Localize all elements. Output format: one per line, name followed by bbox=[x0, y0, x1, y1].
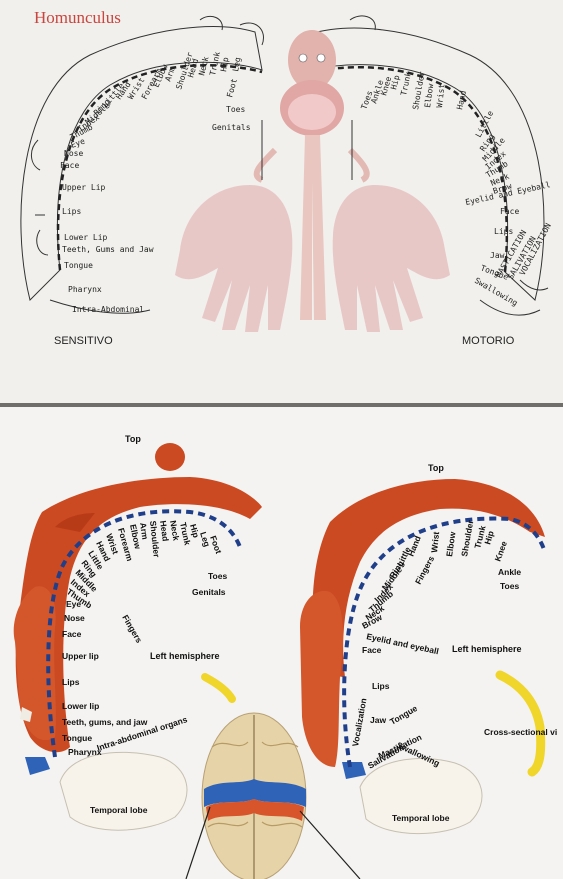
sensory-label-pharynx: Pharynx bbox=[68, 285, 102, 294]
sensory-label-intra-abdominal: Intra-Abdominal bbox=[72, 305, 144, 314]
homunculus-line-drawing: Genitals Toes Foot Leg Hip Trunk Neck He… bbox=[0, 0, 563, 404]
sensory-label-teeth-gums-jaw: Teeth, Gums and Jaw bbox=[62, 245, 154, 254]
sensory-label-nose: Nose bbox=[64, 149, 83, 158]
left-label-eye: Eye bbox=[66, 599, 81, 609]
left-top-knob bbox=[155, 443, 185, 471]
left-label-toes: Toes bbox=[208, 571, 227, 581]
right-homunculus-face bbox=[300, 591, 343, 767]
left-hand-drawing bbox=[175, 185, 292, 332]
right-label-temporal-lobe: Temporal lobe bbox=[392, 813, 450, 823]
right-label-toes: Toes bbox=[500, 581, 519, 591]
left-label-upper-lip: Upper lip bbox=[62, 651, 99, 661]
sensory-label-leg: Leg bbox=[231, 56, 242, 72]
sensory-label-hip: Hip bbox=[219, 56, 230, 72]
left-label-lower-lip: Lower lip bbox=[62, 701, 99, 711]
right-hand-drawing bbox=[333, 185, 450, 332]
motor-section-label: MOTORIO bbox=[462, 335, 515, 347]
motor-label-elbow: Elbow bbox=[423, 83, 435, 108]
sensory-section-label: SENSITIVO bbox=[54, 335, 113, 347]
motor-label-trunk: Trunk bbox=[399, 71, 413, 97]
right-label-vocalization: Vocalization bbox=[350, 697, 368, 747]
left-label-nose: Nose bbox=[64, 613, 85, 623]
right-yellow-mark bbox=[500, 675, 541, 772]
sensory-label-foot: Foot bbox=[225, 77, 239, 98]
top-homunculus-panel: Homunculus Genitals bbox=[0, 0, 563, 404]
sensory-label-upper-lip: Upper Lip bbox=[62, 183, 106, 192]
sensory-label-lower-lip: Lower Lip bbox=[64, 233, 108, 242]
sensory-label-genitals: Genitals bbox=[212, 123, 251, 132]
left-label-teeth-gums-jaw: Teeth, gums, and jaw bbox=[62, 717, 148, 727]
sensory-label-tongue: Tongue bbox=[64, 261, 93, 270]
right-label-ankle: Ankle bbox=[498, 567, 521, 577]
right-label-elbow: Elbow bbox=[444, 531, 457, 558]
sensory-label-face: Face bbox=[60, 161, 79, 170]
right-label-tongue: Tongue bbox=[388, 703, 419, 727]
bottom-homunculus-panel: Toes Genitals Foot Leg Hip Trunk Neck He… bbox=[0, 407, 563, 879]
left-label-face: Face bbox=[62, 629, 82, 639]
right-label-cross-section: Cross-sectional vi bbox=[484, 727, 557, 737]
right-label-wrist: Wrist bbox=[429, 531, 441, 553]
right-label-hemisphere: Left hemisphere bbox=[452, 644, 522, 654]
motor-label-wrist: Wrist bbox=[435, 83, 446, 108]
left-label-temporal-lobe: Temporal lobe bbox=[90, 805, 148, 815]
sensory-label-toes: Toes bbox=[226, 105, 245, 114]
right-label-shoulder: Shoulder bbox=[459, 519, 475, 558]
left-label-top: Top bbox=[125, 434, 141, 444]
right-label-top: Top bbox=[428, 463, 444, 473]
left-label-tongue: Tongue bbox=[62, 733, 92, 743]
right-label-jaw: Jaw bbox=[370, 715, 386, 725]
right-label-lips: Lips bbox=[372, 681, 390, 691]
left-label-fingers: Fingers bbox=[120, 613, 144, 645]
cortex-illustration: Toes Genitals Foot Leg Hip Trunk Neck He… bbox=[0, 407, 563, 879]
left-label-genitals: Genitals bbox=[192, 587, 226, 597]
right-label-knee: Knee bbox=[492, 539, 509, 562]
motor-label-face: Face bbox=[500, 207, 519, 216]
left-label-hemisphere: Left hemisphere bbox=[150, 651, 220, 661]
right-blue-strip-end bbox=[342, 762, 366, 779]
left-temporal-lobe bbox=[60, 752, 187, 830]
left-label-lips: Lips bbox=[62, 677, 80, 687]
right-label-fingers: Fingers bbox=[413, 554, 436, 586]
motor-label-lips: Lips bbox=[494, 227, 513, 236]
right-label-face: Face bbox=[362, 645, 382, 655]
sensory-label-lips: Lips bbox=[62, 207, 81, 216]
left-blue-strip-end bbox=[25, 757, 50, 775]
left-yellow-mark bbox=[205, 677, 232, 699]
